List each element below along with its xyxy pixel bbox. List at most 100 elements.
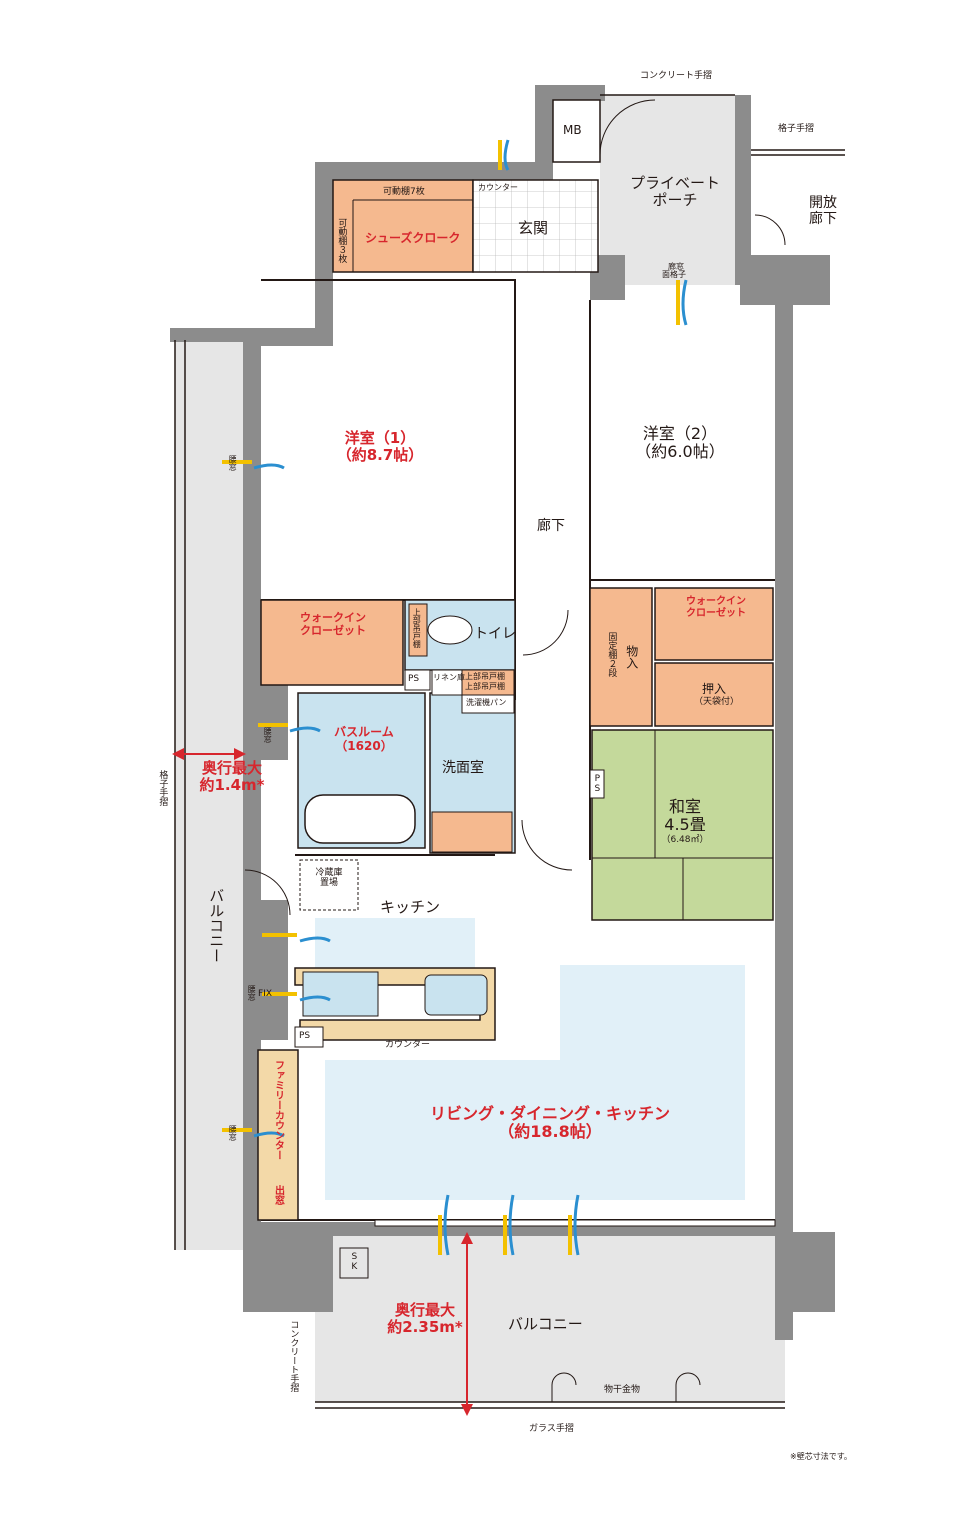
open-corridor-label: 開放廊下 xyxy=(809,195,837,228)
wall-mb-left xyxy=(535,85,553,180)
linen-label: リネン庫 xyxy=(433,673,465,682)
hallway-label: 廊下 xyxy=(537,518,565,534)
upper-cabinet-label-1: 上部吊戸棚 xyxy=(465,672,505,681)
corridor-door xyxy=(754,214,786,246)
private-porch-area xyxy=(600,95,750,285)
balcony-door xyxy=(244,869,291,916)
upper-cabinet xyxy=(461,669,515,696)
toilet-label: トイレ xyxy=(474,626,516,642)
walkin-closet-1-area xyxy=(260,599,404,686)
stove-top xyxy=(302,971,379,1017)
ps-label-3: PS xyxy=(299,1031,311,1041)
laundry-hangers xyxy=(551,1372,701,1402)
upper-cabinet-label-2: 上部吊戸棚 xyxy=(465,682,505,691)
airflow-ldk-1 xyxy=(438,1194,450,1256)
mb-label: MB xyxy=(563,123,582,137)
side-balcony-depth-label: 奥行最大約1.4m* xyxy=(199,759,265,795)
fridge-space xyxy=(299,859,359,911)
wall-left-top-outer xyxy=(170,328,260,342)
airflow-fix xyxy=(262,992,331,1002)
ps-box-2 xyxy=(589,769,605,799)
oshiire-label: 押入（天袋付） xyxy=(694,682,740,707)
western-room-2-label: 洋室（2）（約6.0帖） xyxy=(635,424,725,462)
mb-box xyxy=(552,99,601,163)
washroom-door xyxy=(521,819,573,871)
kitchen-counter-label: カウンター xyxy=(385,1040,431,1050)
waist-window-label-3: 腰窓 xyxy=(247,985,257,1001)
main-balcony-label: バルコニー xyxy=(508,1315,583,1333)
side-balcony xyxy=(175,340,243,1250)
airflow-bath xyxy=(258,723,321,733)
airflow-kitchen xyxy=(262,933,331,943)
storeroom-label: 物入 xyxy=(624,645,639,669)
storeroom-area xyxy=(589,587,653,727)
washer-pan-label: 洗濯機パン xyxy=(466,698,507,707)
toilet-shelf-label: 上部吊戸棚 xyxy=(412,608,422,648)
ps-label-2: PS xyxy=(592,774,603,794)
airflow-marks xyxy=(222,139,688,1256)
airflow-west1 xyxy=(222,460,285,470)
movable-shelves-3-label: 可動棚３枚 xyxy=(336,218,347,263)
shoe-cloak-shelves xyxy=(352,199,473,272)
hall-window-label: 廊窓 xyxy=(668,262,684,271)
wall-side-bump2 xyxy=(243,900,288,1040)
shoe-cloak-area xyxy=(332,179,474,273)
entrance-floor xyxy=(472,179,599,273)
kitchen-floor-tint xyxy=(315,918,475,968)
walkin-closet-2-area xyxy=(654,587,774,661)
doors xyxy=(244,99,786,916)
toilet-bowl xyxy=(427,615,473,645)
wall-bottom-right xyxy=(775,1232,835,1312)
entrance-counter-label: カウンター xyxy=(478,183,518,192)
waist-window-label-4: 腰窓 xyxy=(228,1125,238,1141)
washroom-label: 洗面室 xyxy=(442,760,484,776)
bathroom-label: バスルーム（1620） xyxy=(334,725,394,753)
private-porch-label: プライベートポーチ xyxy=(630,174,721,210)
bay-window-label: 出窓 xyxy=(272,1185,284,1205)
washbasin-counter xyxy=(431,811,513,853)
shoe-cloak-label: シューズクローク xyxy=(365,231,461,245)
walkin-closet-2-label: ウォークインクローゼット xyxy=(686,596,746,619)
family-counter-label: ファミリーカウンター xyxy=(272,1060,284,1160)
wall-west1-top xyxy=(243,328,333,346)
outdoor-areas xyxy=(175,95,785,1402)
wall-porch-right xyxy=(735,95,751,285)
wall-top-left xyxy=(315,162,535,180)
concrete-rail-top-label: コンクリート手摺 xyxy=(640,71,713,81)
airflow-ldk-2 xyxy=(503,1194,515,1256)
concrete-rail-side-label: コンクリート手摺 xyxy=(288,1320,299,1392)
sk-box xyxy=(339,1247,369,1279)
wall-side-bump1 xyxy=(243,680,288,760)
ldk-label: リビング・ダイニング・キッチン（約18.8帖） xyxy=(429,1104,670,1142)
fixed-shelves-label: 固定棚２段 xyxy=(606,632,617,677)
ps-box-3 xyxy=(294,1026,324,1048)
wall-mb-top xyxy=(535,85,605,101)
fix-label: FIX xyxy=(258,989,272,999)
ldk-floor-tint-2 xyxy=(325,1060,745,1200)
airflow-ldk-3 xyxy=(568,1194,580,1256)
ps-label-1: PS xyxy=(408,674,420,684)
airflow-hall-window xyxy=(676,279,688,326)
wall-bottom-left xyxy=(243,1222,333,1312)
dimension-note: ※壁芯寸法です。 xyxy=(790,1452,852,1461)
lattice-rail-top-label: 格子手摺 xyxy=(778,124,815,134)
wall-right-top xyxy=(740,255,830,305)
lattice-window-label: 面格子 xyxy=(662,270,686,279)
main-balcony-depth-label: 奥行最大約2.35m* xyxy=(387,1301,463,1337)
tatami-lines xyxy=(592,730,773,920)
wall-left-step xyxy=(315,162,333,342)
linen-storage xyxy=(431,669,463,696)
sink xyxy=(424,974,488,1016)
lattice-rail-side-label: 格子手摺 xyxy=(157,770,168,806)
fridge-space-label: 冷蔵庫置場 xyxy=(315,868,343,889)
railings xyxy=(174,94,845,1409)
movable-shelves-7-label: 可動棚7枚 xyxy=(383,187,425,197)
hall-door xyxy=(522,609,569,656)
airflow-entrance xyxy=(498,139,510,171)
waist-window-label-2: 腰窓 xyxy=(263,727,273,743)
glass-rail-label: ガラス手摺 xyxy=(529,1424,574,1434)
laundry-hanger-label: 物干金物 xyxy=(604,1385,641,1395)
bathtub xyxy=(304,794,416,844)
